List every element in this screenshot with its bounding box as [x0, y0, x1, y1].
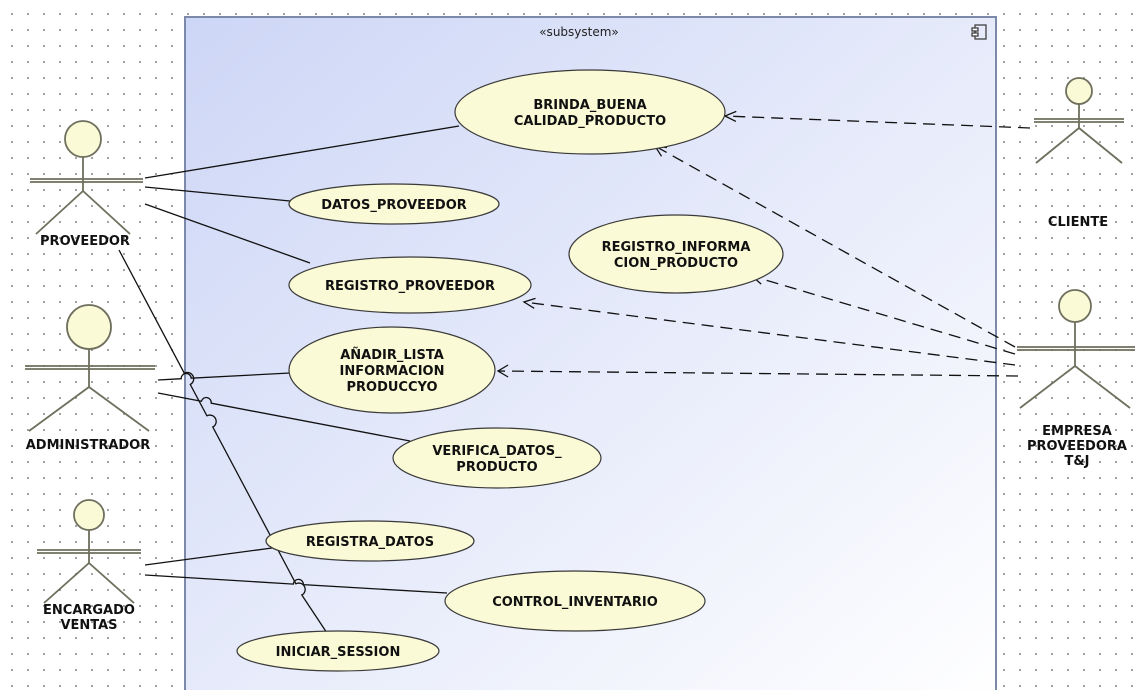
stick-figure-icon: [1017, 289, 1135, 409]
use-case-label: REGISTRO_PROVEEDOR: [325, 279, 495, 294]
actor-label: VENTAS: [60, 618, 117, 633]
dependency-empresa-anadir[interactable]: [497, 370, 1019, 377]
dependency-empresa-brinda[interactable]: [654, 145, 1016, 348]
assoc-encargado-registra-datos[interactable]: [144, 547, 273, 566]
use-case-ellipse: [444, 570, 706, 632]
actor-label: PROVEEDOR: [40, 234, 130, 249]
use-case-ellipse: [288, 256, 532, 314]
use-case-label: DATOS_PROVEEDOR: [321, 198, 467, 213]
use-case-ellipse: [288, 326, 496, 414]
dependency-empresa-registro-proveedor[interactable]: [523, 301, 1016, 366]
use-case-label: CONTROL_INVENTARIO: [492, 595, 658, 610]
stick-figure-icon: [37, 499, 141, 604]
use-case-datos-prov[interactable]: DATOS_PROVEEDOR: [288, 183, 500, 225]
association-lines: [118, 110, 1031, 634]
use-case-ellipse: [288, 183, 500, 225]
stick-figure-icon: [25, 304, 155, 432]
arrowhead: [496, 364, 509, 378]
actor-proveedor[interactable]: PROVEEDOR: [30, 120, 143, 249]
use-case-ellipse: [568, 214, 784, 294]
component-icon: [971, 24, 987, 40]
stick-figure-icon: [30, 120, 143, 235]
dependency-empresa-registro-informacion[interactable]: [751, 275, 1016, 355]
use-case-label: CION_PRODUCTO: [614, 256, 738, 271]
use-case-label: INFORMACION: [340, 364, 445, 379]
assoc-proveedor-registro-proveedor[interactable]: [144, 203, 311, 264]
assoc-administrador-verifica[interactable]: [157, 392, 411, 442]
dependency-cliente-brinda[interactable]: [724, 115, 1031, 129]
use-case-ellipse: [454, 69, 726, 155]
assoc-proveedor-brinda[interactable]: [144, 125, 460, 179]
stick-figure-icon: [1034, 77, 1124, 164]
use-case-label: PRODUCCYO: [346, 380, 437, 395]
use-case-iniciar[interactable]: INICIAR_SESSION: [236, 630, 440, 672]
actor-cliente[interactable]: CLIENTE: [1034, 77, 1124, 230]
use-case-label: PRODUCTO: [456, 460, 537, 475]
actor-label: ADMINISTRADOR: [26, 438, 151, 453]
use-case-registro-prov[interactable]: REGISTRO_PROVEEDOR: [288, 256, 532, 314]
use-case-ellipse: [392, 427, 602, 489]
assoc-administrador-anadir[interactable]: [157, 372, 291, 381]
assoc-proveedor-datos-proveedor[interactable]: [144, 186, 291, 202]
arrowhead: [522, 297, 536, 309]
use-case-registro-info[interactable]: REGISTRO_INFORMACION_PRODUCTO: [568, 214, 784, 294]
actor-administrador[interactable]: ADMINISTRADOR: [25, 304, 155, 453]
actor-label: T&J: [1064, 454, 1089, 469]
actor-label: ENCARGADO: [43, 603, 135, 618]
subsystem-stereotype: «subsystem»: [539, 25, 619, 39]
use-case-ellipse: [265, 520, 475, 562]
actor-label: EMPRESA: [1042, 424, 1112, 439]
use-case-label: BRINDA_BUENA: [533, 98, 646, 113]
use-case-label: AÑADIR_LISTA: [340, 347, 444, 363]
use-case-label: VERIFICA_DATOS_: [432, 444, 562, 459]
actor-label: PROVEEDORA: [1027, 439, 1127, 454]
assoc-proveedor-iniciar-session[interactable]: [118, 249, 328, 634]
use-case-control[interactable]: CONTROL_INVENTARIO: [444, 570, 706, 632]
use-case-label: INICIAR_SESSION: [276, 645, 401, 660]
use-case-ellipse: [236, 630, 440, 672]
assoc-encargado-control[interactable]: [144, 574, 448, 594]
use-case-label: REGISTRO_INFORMA: [602, 240, 751, 255]
use-case-label: REGISTRA_DATOS: [306, 535, 434, 550]
use-case-registra-datos[interactable]: REGISTRA_DATOS: [265, 520, 475, 562]
actor-label: CLIENTE: [1048, 215, 1108, 230]
use-case-label: CALIDAD_PRODUCTO: [514, 114, 666, 129]
use-case-verifica[interactable]: VERIFICA_DATOS_PRODUCTO: [392, 427, 602, 489]
